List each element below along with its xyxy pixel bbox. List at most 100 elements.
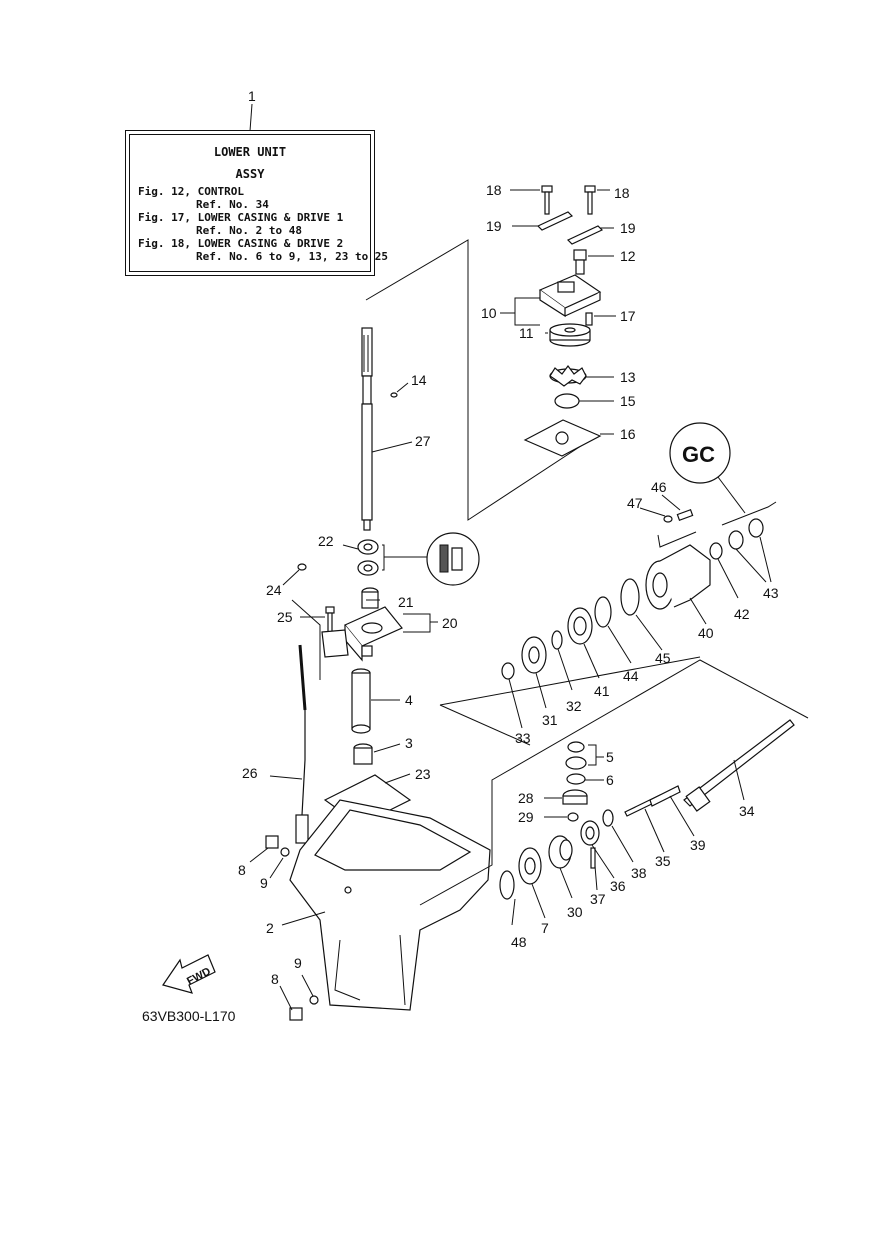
callout-37: 37: [590, 891, 606, 907]
callout-17: 17: [620, 308, 636, 324]
callout-13: 13: [620, 369, 636, 385]
assy-title-2: ASSY: [235, 167, 265, 181]
callout-12: 12: [620, 248, 636, 264]
callout-27: 27: [415, 433, 431, 449]
callout-48: 48: [511, 934, 527, 950]
bolt-18-right: [584, 185, 596, 215]
callout-36: 36: [610, 878, 626, 894]
callout-11: 11: [519, 325, 534, 341]
callout-42: 42: [734, 606, 750, 622]
callout-18-left: 18: [486, 182, 502, 198]
callout-labels: 1 2 3 4 5 6 7 8 9 8 9 10 11 12 13 14 15 …: [238, 88, 779, 987]
callout-8-upper: 8: [238, 862, 246, 878]
dog-clutch-gear-5: [565, 741, 587, 770]
o-ring-45-part: [620, 578, 640, 616]
gasket-9-lower: [309, 995, 319, 1005]
shaft-group-leader: [419, 659, 809, 906]
callout-14: 14: [411, 372, 427, 388]
callout-4: 4: [405, 692, 413, 708]
callout-25: 25: [277, 609, 293, 625]
callout-40: 40: [698, 625, 714, 641]
gasket-9-upper: [280, 847, 290, 857]
callout-30: 30: [567, 904, 583, 920]
forward-gear-30-part: [548, 835, 573, 869]
callout-3: 3: [405, 735, 413, 751]
pin-17-part: [585, 312, 593, 326]
assy-ref-no-0: Ref. No. 34: [196, 198, 269, 211]
washer-47-part: [663, 515, 673, 523]
callout-9-upper: 9: [260, 875, 268, 891]
seal-detail-circle: [426, 532, 480, 586]
pin-37-part: [590, 847, 596, 869]
propeller-shaft-housing-40: [645, 544, 711, 610]
seal-3-part: [353, 743, 373, 765]
plug-8-lower: [289, 1007, 303, 1021]
callout-5: 5: [606, 749, 614, 765]
callout-38: 38: [631, 865, 647, 881]
callout-20: 20: [442, 615, 458, 631]
driveshaft-group-leader: [365, 239, 591, 521]
callout-43: 43: [763, 585, 779, 601]
bushing-21-part: [361, 587, 379, 609]
lower-casing-part: [289, 799, 491, 1011]
callout-33: 33: [515, 730, 531, 746]
callout-2: 2: [266, 920, 274, 936]
o-ring-15-part: [554, 393, 580, 409]
callout-46: 46: [651, 479, 667, 495]
callout-7: 7: [541, 920, 549, 936]
callout-35: 35: [655, 853, 671, 869]
callout-10: 10: [481, 305, 497, 321]
assy-ref-fig-0: Fig. 12, CONTROL: [138, 185, 244, 198]
callout-41: 41: [594, 683, 610, 699]
pinion-28-part: [562, 789, 588, 805]
o-ring-44-part: [594, 596, 612, 628]
clip-24-part: [297, 563, 307, 571]
callout-1: 1: [248, 88, 256, 104]
oil-seal-43-part: [728, 518, 764, 550]
callout-29: 29: [518, 809, 534, 825]
callout-15: 15: [620, 393, 636, 409]
grease-detail-circle: GC: [669, 422, 731, 484]
gc-label: GC: [682, 442, 715, 467]
callout-18-right: 18: [614, 185, 630, 201]
washer-6-part: [566, 773, 586, 785]
impeller-part: [549, 365, 587, 387]
callout-34: 34: [739, 803, 755, 819]
bearing-22-upper: [357, 539, 379, 555]
callout-21: 21: [398, 594, 414, 610]
pump-housing-part: [538, 274, 602, 318]
assy-ref-fig-2: Fig. 18, LOWER CASING & DRIVE 2: [138, 237, 344, 250]
callout-9-lower: 9: [294, 955, 302, 971]
callout-19-left: 19: [486, 218, 502, 234]
assembly-reference-box: LOWER UNIT ASSY Fig. 12, CONTROL Ref. No…: [125, 130, 388, 276]
assy-ref-no-1: Ref. No. 2 to 48: [196, 224, 302, 237]
callout-44: 44: [623, 668, 639, 684]
dog-clutch-36-part: [580, 820, 600, 846]
bolt-18-left: [541, 185, 553, 215]
assy-title-1: LOWER UNIT: [213, 145, 287, 159]
callout-31: 31: [542, 712, 558, 728]
circlip-38-part: [602, 809, 614, 827]
bearing-41-part: [567, 607, 593, 645]
callout-19-right: 19: [620, 220, 636, 236]
bolt-25-part: [325, 606, 335, 634]
bearing-housing-part: [344, 606, 403, 662]
callout-32: 32: [566, 698, 582, 714]
shift-rod-part: [295, 644, 309, 844]
plate-19-left: [536, 211, 574, 231]
bearing-7-part: [518, 847, 542, 885]
bearing-42-part: [709, 542, 723, 560]
bearing-22-lower: [357, 560, 379, 576]
drawing-code: 63VB300-L170: [142, 1008, 236, 1024]
spring-39-part: [649, 785, 681, 807]
insert-cartridge-part: [549, 323, 591, 347]
callout-8-lower: 8: [271, 971, 279, 987]
callout-24: 24: [266, 582, 282, 598]
leader-lines: [249, 189, 772, 1011]
driveshaft-part: [361, 327, 373, 531]
callout-6: 6: [606, 772, 614, 788]
callout-22: 22: [318, 533, 334, 549]
callout-47: 47: [627, 495, 643, 511]
callout-16: 16: [620, 426, 636, 442]
